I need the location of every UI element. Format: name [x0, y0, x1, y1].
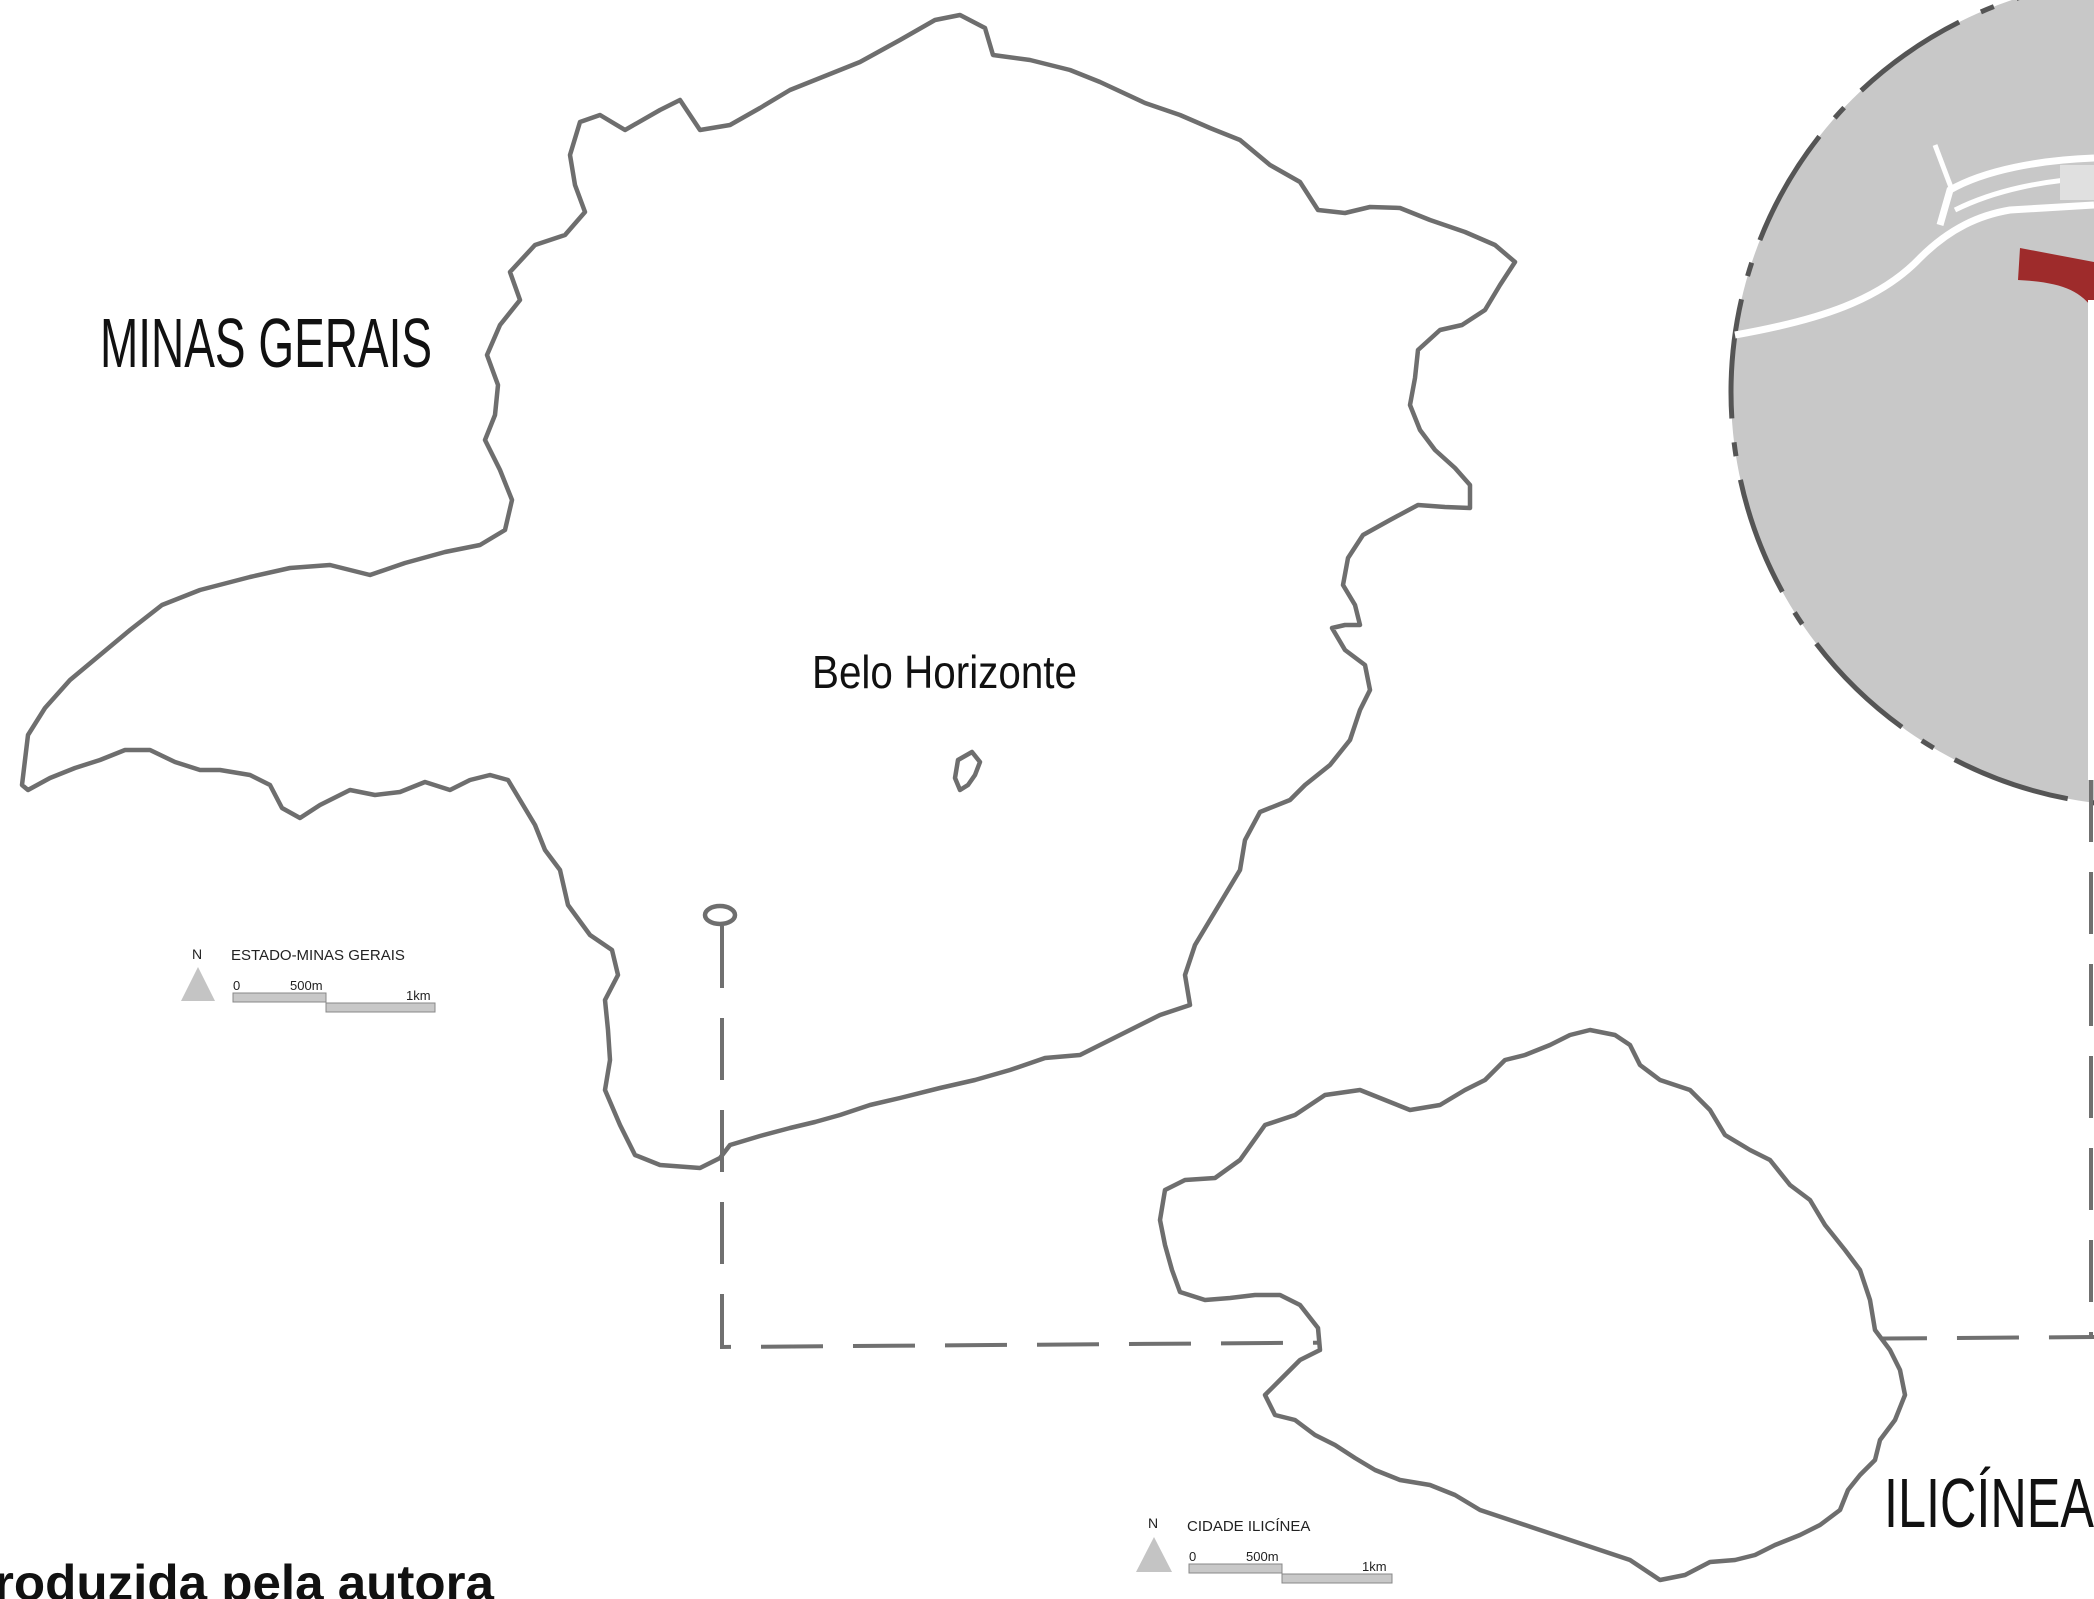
scale-tick-mid: 500m [290, 978, 323, 993]
inset-zoom-map [1728, 0, 2094, 806]
ilicinea-marker [702, 903, 738, 927]
capital-label: Belo Horizonte [812, 646, 1077, 698]
scale-tick-zero: 0 [233, 978, 240, 993]
north-label: N [1148, 1515, 1158, 1531]
scale-title: ESTADO-MINAS GERAIS [231, 947, 405, 964]
scale-tick-zero: 0 [1189, 1549, 1196, 1564]
scale-bar-state: N ESTADO-MINAS GERAIS 0 500m 1km [181, 946, 436, 1013]
scale-tick-end: 1km [406, 988, 431, 1003]
city-title: ILICÍNEA [1884, 1464, 2094, 1542]
scale-tick-mid: 500m [1246, 1549, 1279, 1564]
state-title: MINAS GERAIS [100, 304, 432, 382]
scale-tick-end: 1km [1362, 1559, 1387, 1574]
figure-caption: roduzida pela autora [0, 1555, 495, 1599]
ilicinea-outline [1157, 1027, 1908, 1583]
inset-road-spur [1932, 144, 1955, 191]
inset-zoom-circle [1728, 0, 2094, 806]
inset-highlight-area [2018, 248, 2094, 310]
north-arrow-icon [181, 967, 215, 1001]
scale-segment-1 [1188, 1563, 1283, 1574]
inset-road-vertical [2088, 300, 2094, 780]
minas-gerais-outline [19, 12, 1518, 1171]
scale-segment-2 [325, 1002, 436, 1013]
scale-segment-1 [232, 992, 327, 1003]
belo-horizonte-marker [952, 749, 983, 793]
scale-bar-city: N CIDADE ILICÍNEA 0 500m 1km [1136, 1515, 1393, 1584]
inset-road-upper [1936, 154, 2094, 226]
inset-block-top [2060, 165, 2094, 200]
north-label: N [192, 946, 202, 962]
scale-segment-2 [1281, 1573, 1393, 1584]
inset-road-main [1734, 201, 2094, 339]
north-arrow-icon [1136, 1537, 1172, 1572]
scale-title: CIDADE ILICÍNEA [1187, 1518, 1310, 1535]
